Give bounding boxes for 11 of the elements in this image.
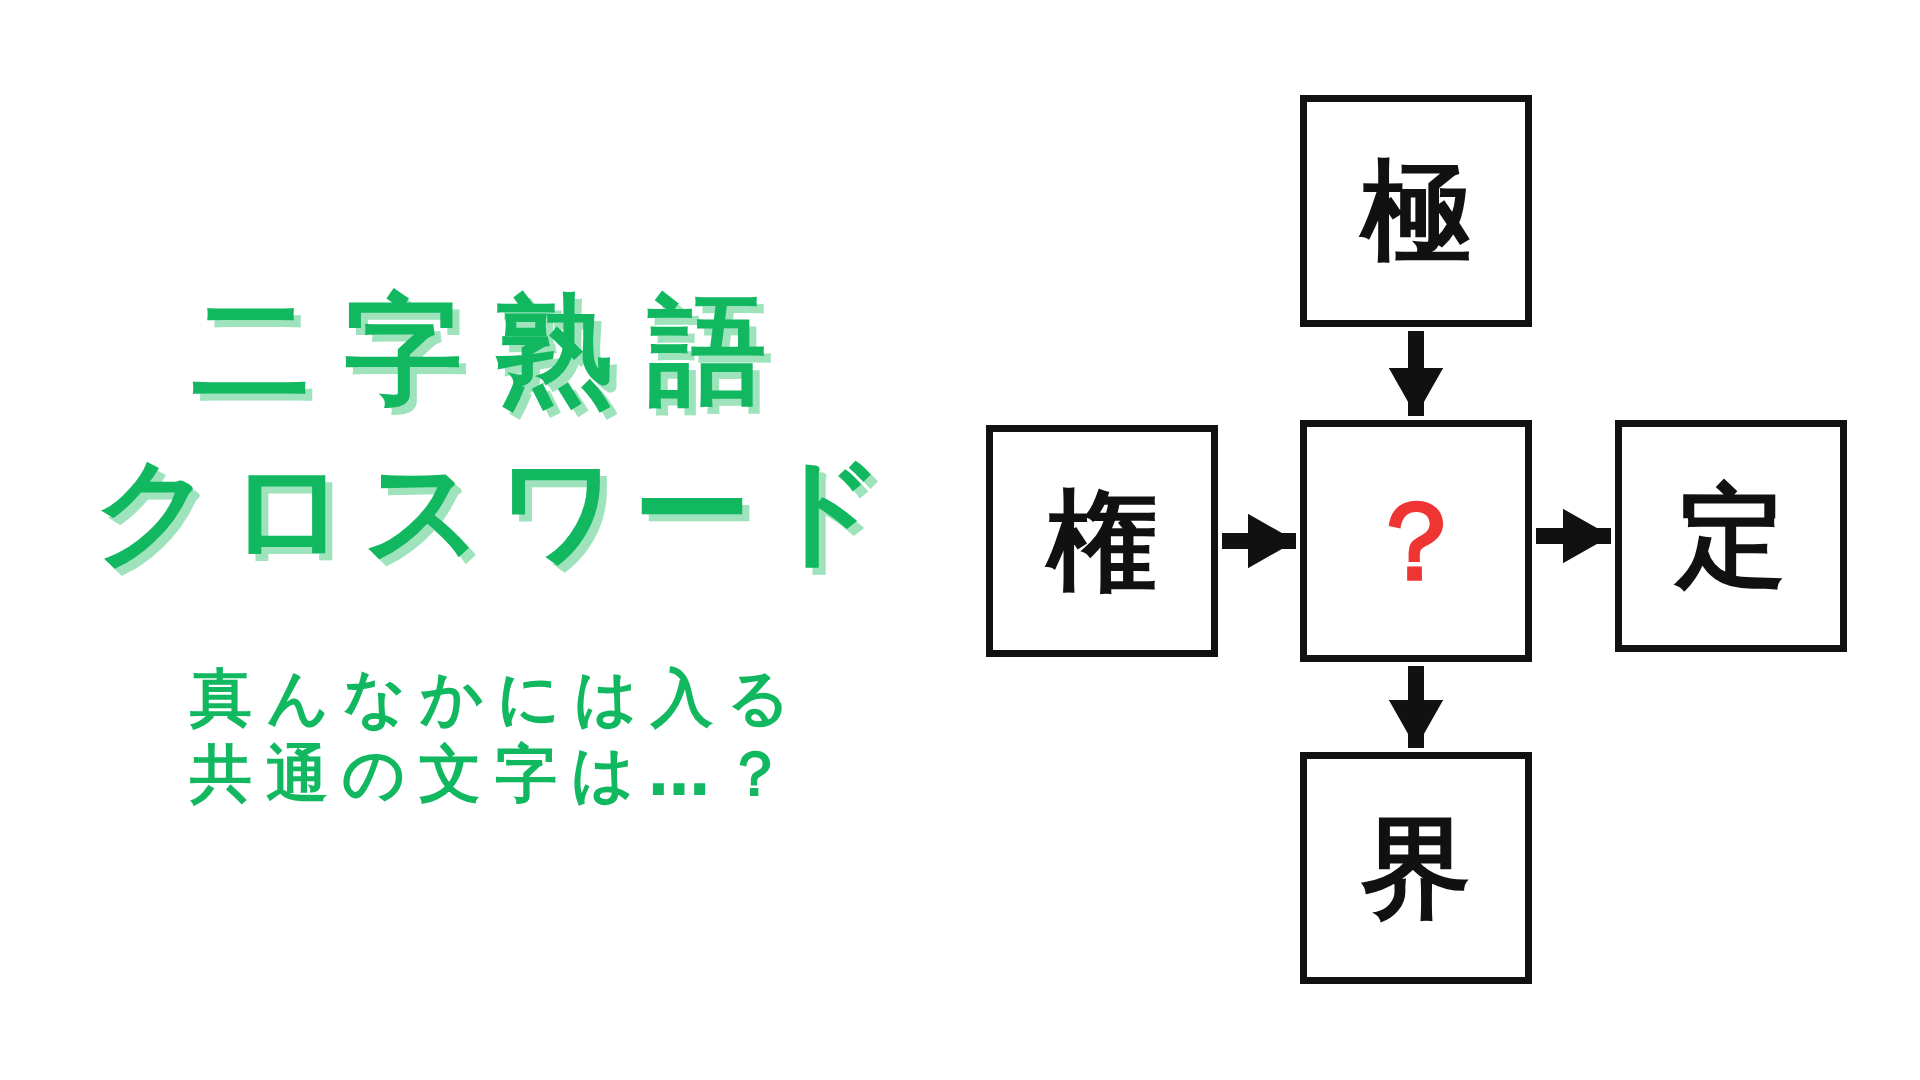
- arrow: [1388, 666, 1444, 748]
- character-box: 界: [1300, 752, 1532, 984]
- subtitle: 真んなかには入る共通の文字は…？: [190, 660, 805, 812]
- character-box: 定: [1615, 420, 1847, 652]
- arrow: [1388, 331, 1444, 416]
- arrow: [1222, 513, 1296, 569]
- question-box: ？: [1300, 420, 1532, 662]
- arrow: [1536, 508, 1611, 564]
- character-box: 極: [1300, 95, 1532, 327]
- character-box: 権: [986, 425, 1218, 657]
- title: 二字熟語クロスワード: [91, 280, 901, 581]
